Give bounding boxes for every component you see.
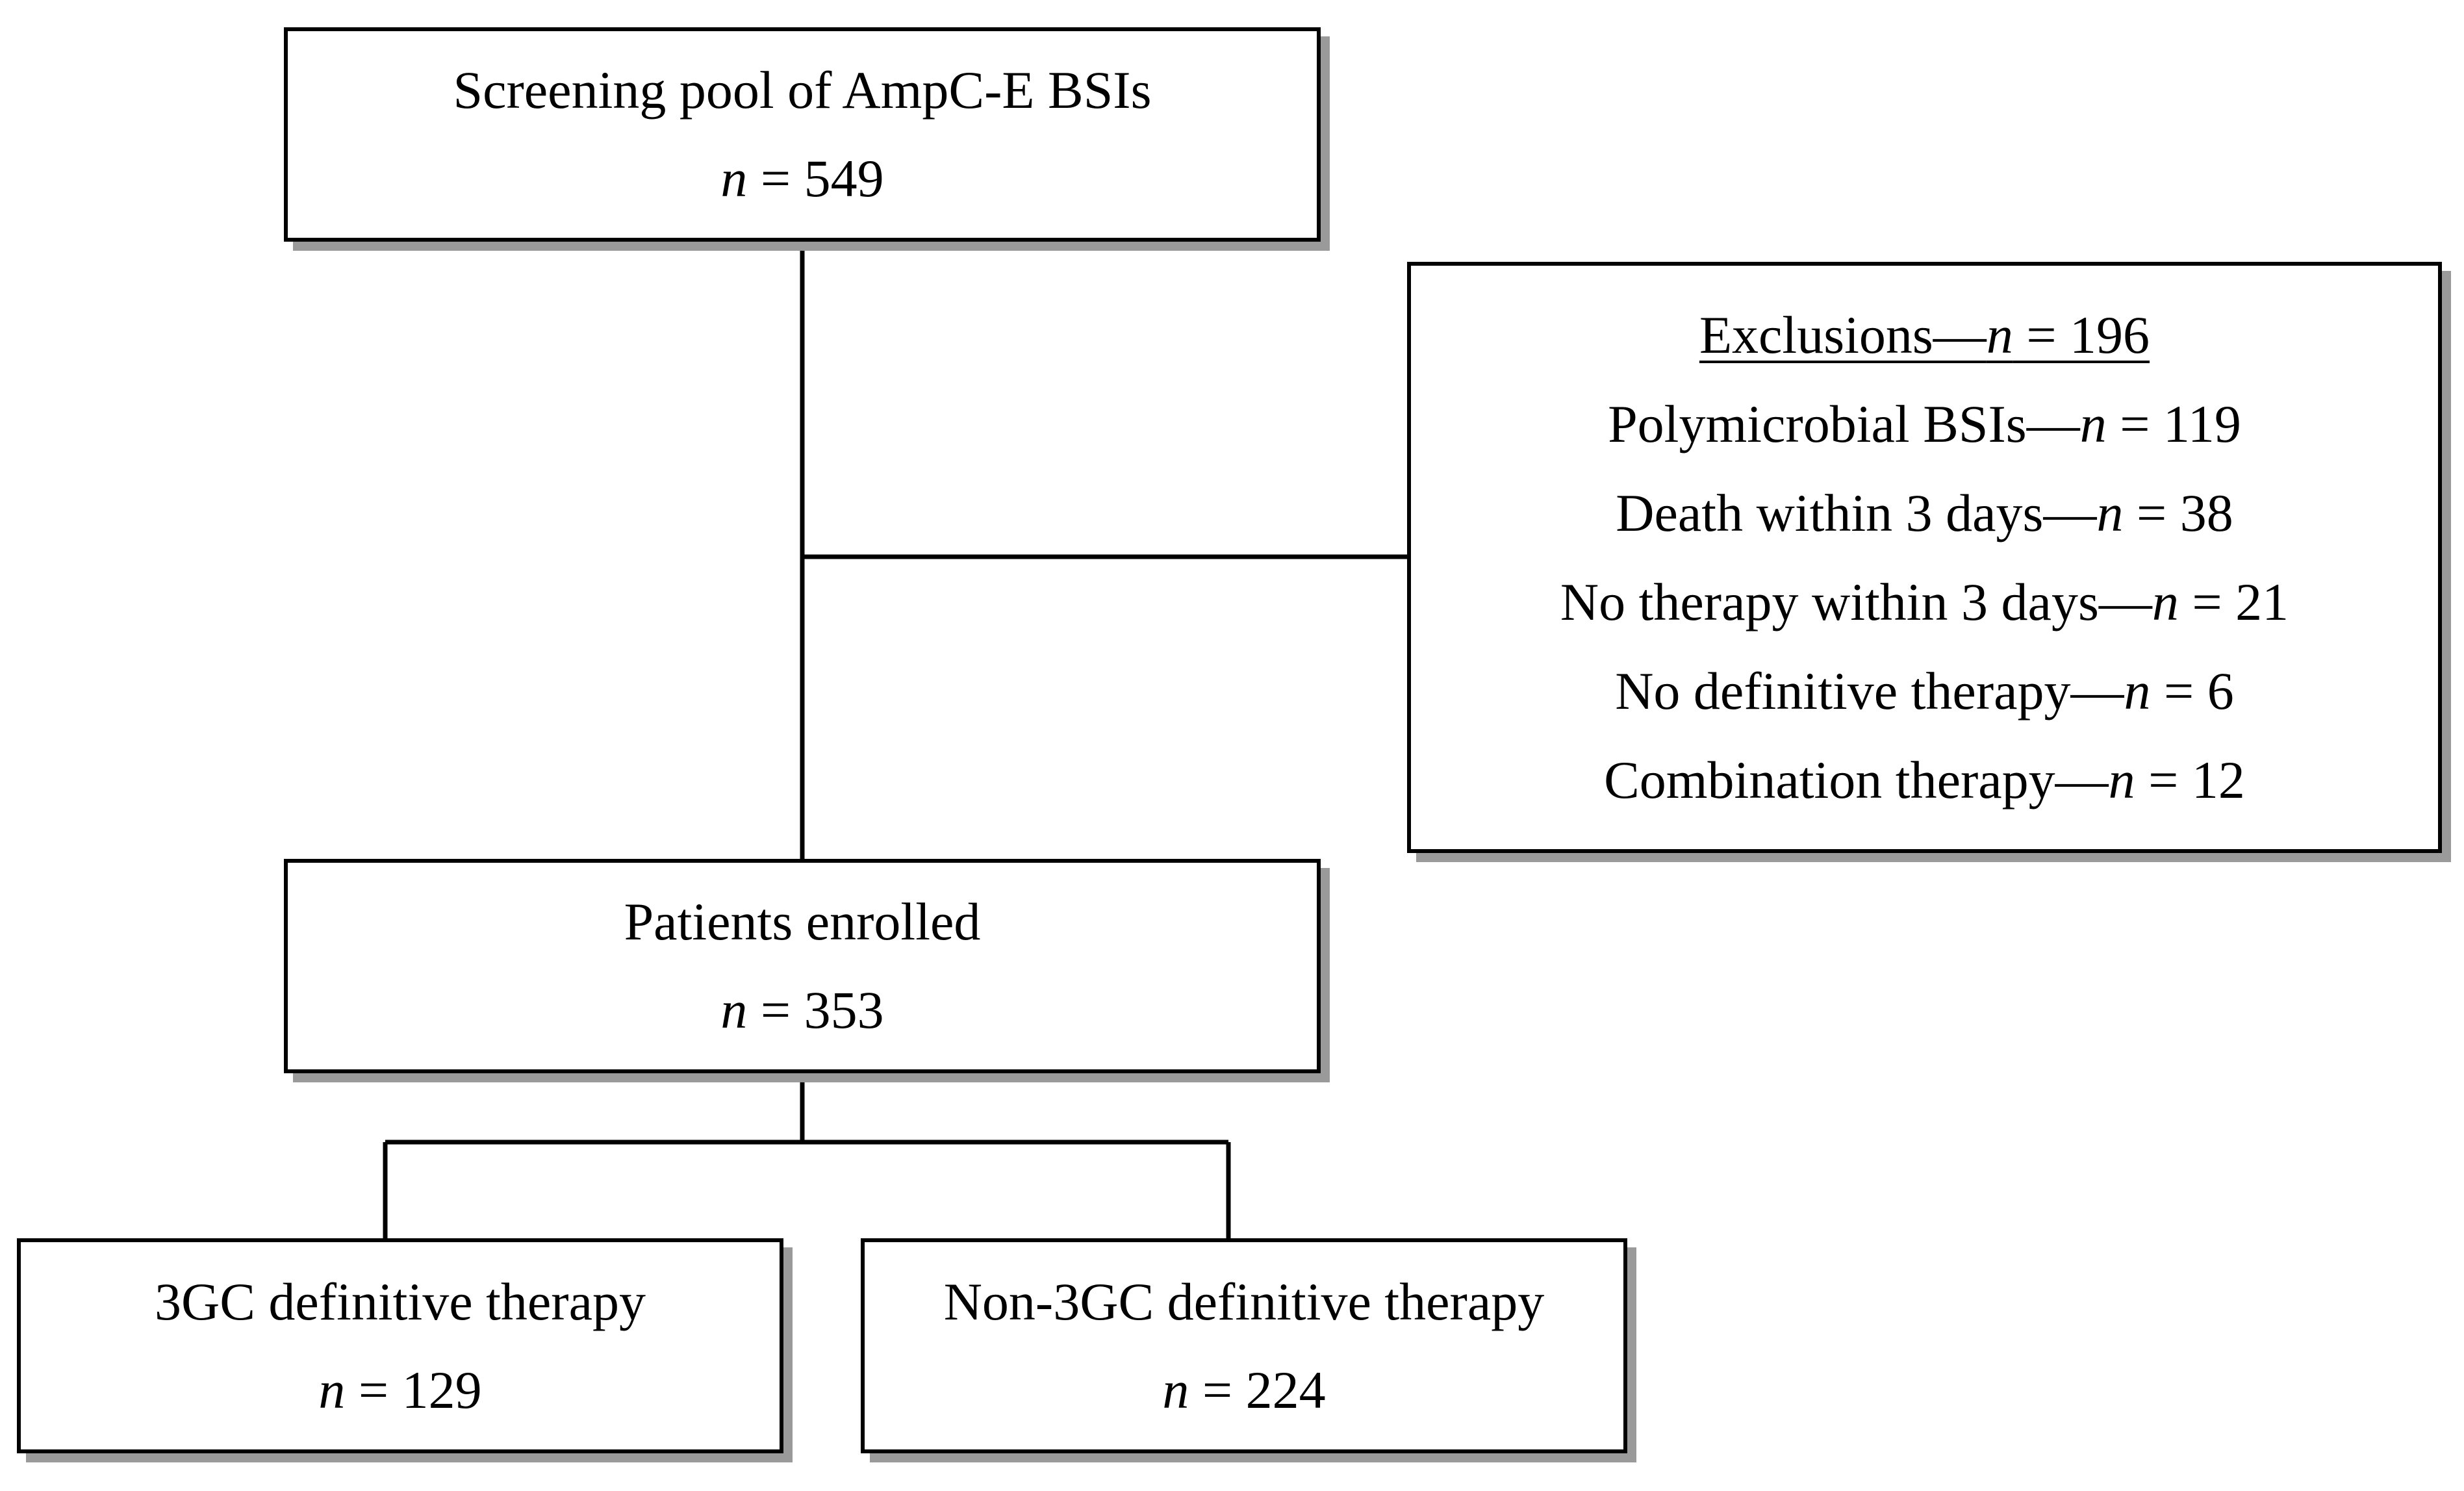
3gc-therapy-count: n = 129	[318, 1346, 481, 1434]
count-value: = 38	[2123, 483, 2233, 542]
n-symbol: n	[720, 980, 748, 1039]
n-symbol: n	[1986, 305, 2013, 364]
screening-pool-count: n = 549	[720, 134, 883, 223]
n-symbol: n	[318, 1360, 346, 1420]
count-value: = 549	[760, 149, 884, 208]
count-value: = 12	[2135, 750, 2245, 809]
count-value: = 21	[2178, 572, 2289, 631]
exclusion-label: No definitive therapy—	[1615, 661, 2124, 720]
count-value: = 353	[760, 980, 884, 1039]
non-3gc-therapy-count: n = 224	[1162, 1346, 1325, 1434]
n-symbol: n	[2096, 483, 2124, 542]
count-value: = 119	[2106, 394, 2241, 453]
patients-enrolled-title: Patients enrolled	[624, 892, 981, 951]
screening-pool-title: Screening pool of AmpC-E BSIs	[453, 60, 1152, 120]
n-symbol: n	[2152, 572, 2179, 631]
exclusion-label: Death within 3 days—	[1616, 483, 2097, 542]
count-value: = 224	[1202, 1360, 1326, 1420]
exclusions-box: Exclusions—n = 196 Polymicrobial BSIs—n …	[1407, 262, 2442, 853]
count-value: = 196	[2013, 305, 2150, 364]
screening-pool-box: Screening pool of AmpC-E BSIs n = 549	[284, 27, 1321, 242]
count-value: = 6	[2150, 661, 2234, 720]
n-symbol: n	[1162, 1360, 1189, 1420]
exclusion-item-death: Death within 3 days—n = 38	[1616, 468, 2233, 557]
exclusion-label: Combination therapy—	[1604, 750, 2109, 809]
patients-enrolled-box: Patients enrolled n = 353	[284, 859, 1321, 1073]
exclusions-heading-label: Exclusions—	[1699, 305, 1987, 364]
n-symbol: n	[2079, 394, 2107, 453]
exclusion-item-no-therapy: No therapy within 3 days—n = 21	[1560, 557, 2289, 646]
n-symbol: n	[2108, 750, 2135, 809]
non-3gc-therapy-box: Non-3GC definitive therapy n = 224	[861, 1238, 1627, 1453]
exclusions-heading: Exclusions—n = 196	[1699, 290, 2150, 379]
n-symbol: n	[720, 149, 748, 208]
non-3gc-therapy-title: Non-3GC definitive therapy	[943, 1271, 1545, 1331]
exclusion-item-polymicrobial: Polymicrobial BSIs—n = 119	[1608, 379, 2241, 468]
exclusion-label: No therapy within 3 days—	[1560, 572, 2152, 631]
exclusion-item-no-definitive: No definitive therapy—n = 6	[1615, 646, 2234, 735]
patients-enrolled-count: n = 353	[720, 966, 883, 1054]
exclusion-label: Polymicrobial BSIs—	[1608, 394, 2080, 453]
count-value: = 129	[358, 1360, 482, 1420]
3gc-therapy-title: 3GC definitive therapy	[154, 1271, 646, 1331]
3gc-therapy-box: 3GC definitive therapy n = 129	[17, 1238, 783, 1453]
n-symbol: n	[2124, 661, 2151, 720]
exclusion-item-combination: Combination therapy—n = 12	[1604, 735, 2245, 824]
